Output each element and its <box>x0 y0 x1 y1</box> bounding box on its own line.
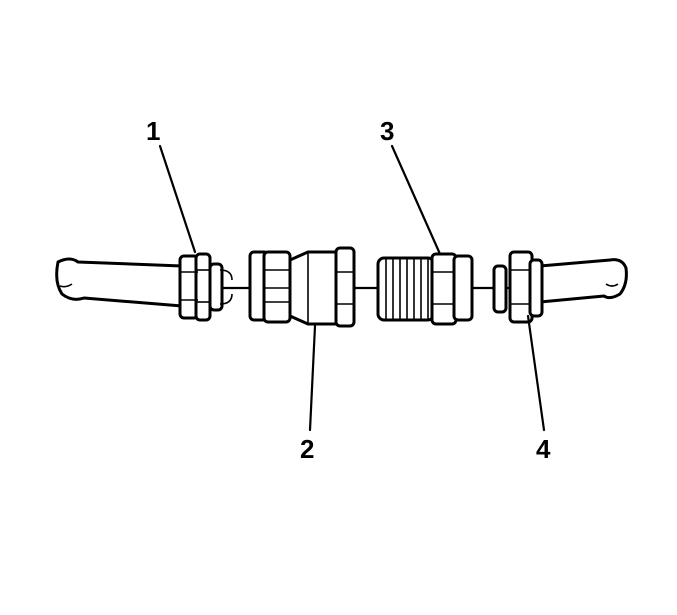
leader-line-1 <box>158 144 197 254</box>
leader-line-4 <box>526 314 546 432</box>
part-3-threaded-fitting <box>376 252 474 326</box>
callout-1: 1 <box>146 116 161 146</box>
callout-3: 3 <box>380 116 395 146</box>
callout-4: 4 <box>536 434 551 464</box>
part-4-nut <box>492 250 544 324</box>
callout-2: 2 <box>300 434 315 464</box>
leader-line-3 <box>390 144 442 256</box>
leader-line-2 <box>308 324 317 432</box>
left-pipe <box>55 257 184 308</box>
part-2-union-body <box>248 246 356 328</box>
right-pipe <box>538 258 628 304</box>
part-1-nut <box>178 252 233 322</box>
